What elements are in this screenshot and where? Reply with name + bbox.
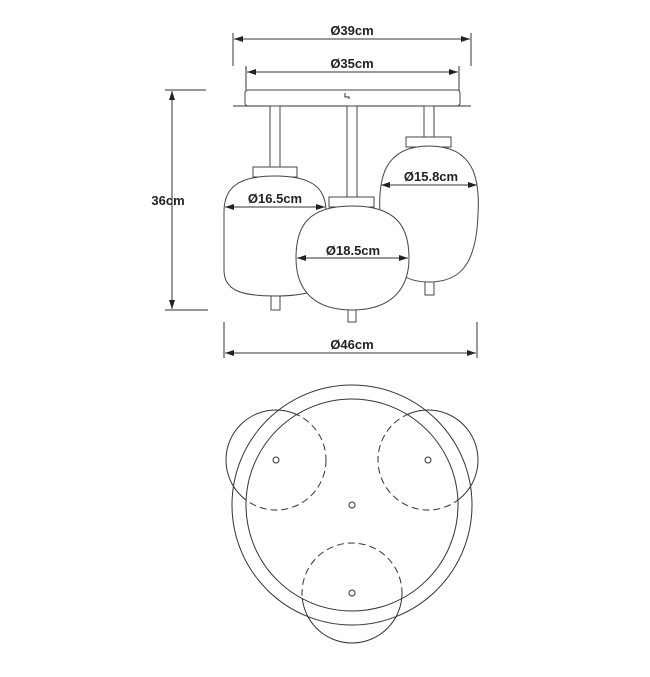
shade-outlines-hidden	[225, 409, 479, 644]
dimension-height: 36cm	[151, 89, 208, 311]
plan-view	[225, 384, 479, 644]
label-46: Ø46cm	[330, 337, 373, 352]
label-36: 36cm	[151, 193, 184, 208]
outer-ring	[231, 384, 473, 626]
dimension-39: Ø39cm	[232, 23, 472, 66]
label-16-5: Ø16.5cm	[248, 191, 302, 206]
dimension-middle-shade: Ø18.5cm	[297, 243, 408, 261]
canopy-ring	[245, 398, 459, 612]
dimension-left-shade: Ø16.5cm	[225, 191, 325, 210]
label-15-8: Ø15.8cm	[404, 169, 458, 184]
label-35: Ø35cm	[330, 56, 373, 71]
dimension-46: Ø46cm	[223, 322, 478, 358]
label-18-5: Ø18.5cm	[326, 243, 380, 258]
label-39: Ø39cm	[330, 23, 373, 38]
dimension-right-shade: Ø15.8cm	[381, 169, 477, 188]
canopy	[233, 89, 471, 107]
shade-outlines-outer	[225, 409, 479, 644]
